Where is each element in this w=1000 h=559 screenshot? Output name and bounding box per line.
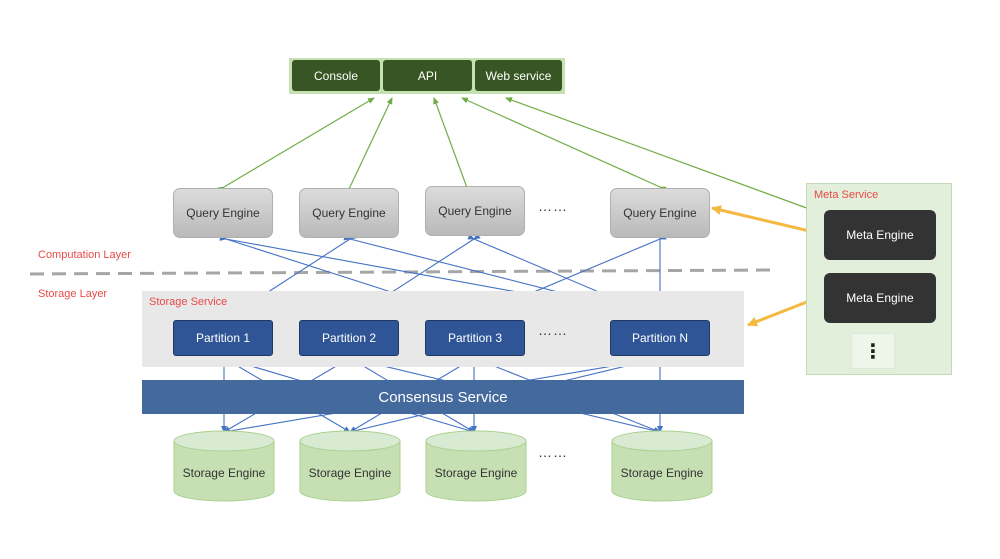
computation-layer-label: Computation Layer bbox=[38, 249, 131, 261]
storage-service-label: Storage Service bbox=[149, 296, 228, 308]
storage-engine-cylinder bbox=[425, 430, 527, 502]
query-engine-4: Query Engine bbox=[610, 188, 710, 238]
storage-engine-label-1: Storage Engine bbox=[182, 466, 266, 480]
storage-cylinders bbox=[173, 430, 713, 502]
meta-service-label: Meta Service bbox=[814, 189, 879, 201]
storage-engine-label-3: Storage Engine bbox=[434, 466, 518, 480]
web-service-box: Web service bbox=[475, 60, 562, 91]
console-box: Console bbox=[292, 60, 380, 91]
storage-engine-cylinder bbox=[611, 430, 713, 502]
storage-engine-cylinder bbox=[173, 430, 275, 502]
storage-engine-label-2: Storage Engine bbox=[308, 466, 392, 480]
partition-2: Partition 2 bbox=[299, 320, 399, 356]
partition-n: Partition N bbox=[610, 320, 710, 356]
storage-layer-label: Storage Layer bbox=[38, 288, 108, 300]
meta-engine-1: Meta Engine bbox=[824, 210, 936, 260]
partition-ellipsis: …… bbox=[538, 322, 568, 338]
partition-3: Partition 3 bbox=[425, 320, 525, 356]
storage-engine-ellipsis: …… bbox=[538, 444, 568, 460]
client-query-arrows bbox=[217, 97, 819, 215]
storage-engine-label-4: Storage Engine bbox=[620, 466, 704, 480]
consensus-service: Consensus Service bbox=[142, 380, 744, 414]
query-engine-2: Query Engine bbox=[299, 188, 399, 238]
query-engine-1: Query Engine bbox=[173, 188, 273, 238]
partition-1: Partition 1 bbox=[173, 320, 273, 356]
query-ellipsis: …… bbox=[538, 198, 568, 214]
meta-more-icon: ⋮ bbox=[851, 333, 895, 369]
api-box: API bbox=[383, 60, 472, 91]
storage-engine-cylinder bbox=[299, 430, 401, 502]
query-engine-3: Query Engine bbox=[425, 186, 525, 236]
meta-engine-2: Meta Engine bbox=[824, 273, 936, 323]
